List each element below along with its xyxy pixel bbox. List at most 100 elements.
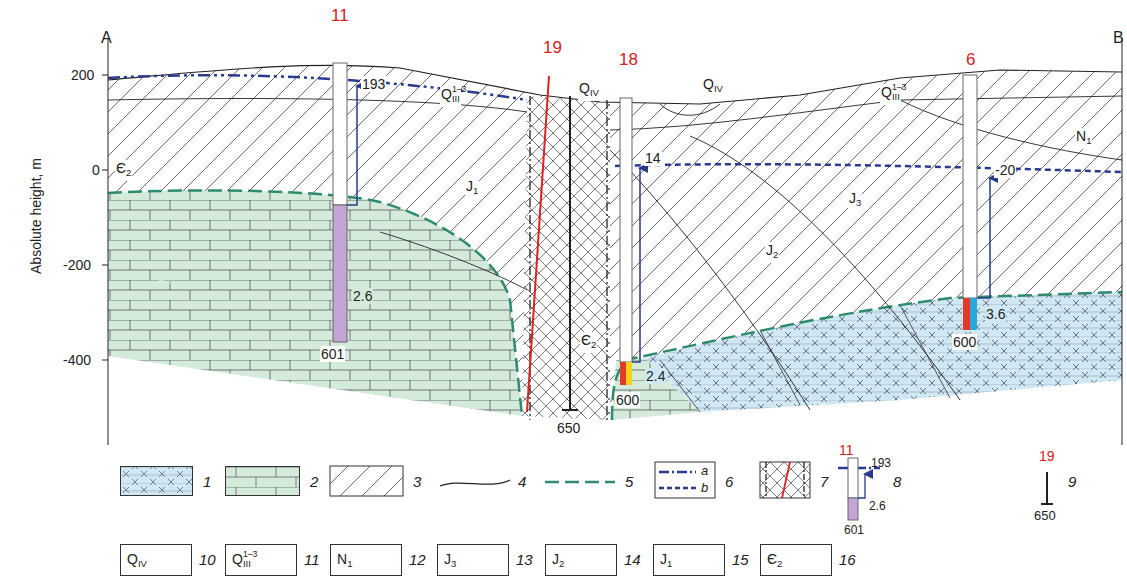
map-label: 14: [644, 150, 662, 166]
map-label: 650: [1033, 508, 1057, 524]
map-label: 193: [361, 76, 386, 92]
legend-number: 14: [624, 552, 641, 568]
map-label: 2.6: [868, 498, 887, 514]
map-label: 6: [965, 52, 976, 68]
legend-box: J313: [437, 544, 509, 576]
map-label: QIII1–3: [880, 84, 901, 105]
map-label: -20: [994, 162, 1016, 178]
index-group: 2: [126, 160, 131, 181]
age-symbol: J1: [660, 551, 672, 572]
subscript: 3: [856, 197, 861, 208]
age-symbol: QIII1–3: [232, 551, 251, 572]
map-label: 600: [952, 334, 977, 350]
subscript: III: [243, 558, 251, 569]
subscript: 2: [559, 558, 564, 569]
age-symbol: QIV: [127, 551, 147, 572]
age-symbol: J2: [552, 551, 564, 572]
index-group: 1: [347, 551, 352, 572]
index-group: IV: [714, 76, 723, 97]
map-label: J2: [765, 242, 779, 263]
legend-number: 12: [409, 552, 426, 568]
subscript: III: [452, 93, 460, 104]
index-group: 2: [166, 268, 171, 289]
map-label: -200: [62, 257, 92, 273]
legend-swatch: [120, 466, 193, 496]
map-label: 2.4: [645, 368, 666, 384]
index-group: 3: [451, 551, 456, 572]
legend-box: N112: [330, 544, 402, 576]
index-group: 2: [777, 551, 782, 572]
index-group: IV: [138, 551, 147, 572]
legend-number: 9: [1068, 474, 1076, 490]
map-label: a: [700, 463, 709, 479]
legend-number: 16: [839, 552, 856, 568]
legend-number: 8: [893, 474, 901, 490]
map-label: 600: [615, 392, 640, 408]
swatch-pattern: [121, 467, 193, 496]
legend-number: 1: [203, 474, 211, 490]
legend-number: 13: [516, 552, 533, 568]
map-label: 18: [618, 52, 639, 68]
subscript: IV: [714, 83, 723, 94]
map-label: QIV: [578, 80, 600, 101]
map-label: 11: [838, 442, 855, 458]
index-group: 2: [773, 242, 778, 263]
index-group: 2: [559, 551, 564, 572]
legend-number: 7: [820, 474, 828, 490]
legend-number: 6: [725, 474, 733, 490]
superscript: 1–3: [892, 79, 906, 95]
subscript: IV: [138, 558, 147, 569]
subscript: III: [892, 91, 900, 102]
subscript: 2: [773, 249, 778, 260]
index-group: III1–3: [892, 84, 900, 105]
legend-number: 10: [199, 552, 216, 568]
map-label: Є2: [155, 268, 172, 289]
map-label: Є2: [115, 160, 132, 181]
index-group: 1: [667, 551, 672, 572]
map-label: J1: [465, 178, 479, 199]
map-label: B: [1112, 30, 1125, 46]
superscript: 1–3: [452, 81, 466, 97]
index-group: III1–3: [452, 86, 460, 107]
superscript: 1–3: [243, 546, 257, 562]
map-label: A: [100, 30, 113, 46]
map-label: -400: [62, 352, 92, 368]
map-label: QIII1–3: [440, 86, 461, 107]
age-symbol: N1: [337, 551, 352, 572]
legend-box: QIV10: [120, 544, 192, 576]
index-group: 1: [1086, 128, 1091, 149]
legend-box: J214: [545, 544, 617, 576]
legend-box: QIII1–311: [225, 544, 297, 576]
age-symbol: J3: [444, 551, 456, 572]
index-group: 2: [591, 332, 596, 353]
map-label: N1: [1075, 128, 1092, 149]
legend-number: 4: [518, 474, 526, 490]
map-label: 19: [1038, 448, 1056, 464]
subscript: 2: [166, 275, 171, 286]
legend-number: 3: [413, 474, 421, 490]
map-label: 3.6: [985, 306, 1006, 322]
legend-box: J115: [653, 544, 725, 576]
map-label: b: [700, 480, 709, 496]
subscript: 2: [777, 558, 782, 569]
legend-swatch: [225, 466, 300, 496]
subscript: 2: [591, 339, 596, 350]
map-label: Є2: [580, 332, 597, 353]
index-group: 3: [856, 190, 861, 211]
map-label: 650: [556, 420, 581, 436]
legend-number: 11: [304, 552, 320, 568]
legend-number: 15: [732, 552, 749, 568]
swatch-pattern: [226, 467, 300, 496]
age-symbol: Є2: [767, 551, 782, 572]
map-label: J3: [848, 190, 862, 211]
subscript: 1: [667, 558, 672, 569]
map-label: 193: [870, 455, 892, 471]
map-label: QIV: [702, 76, 724, 97]
subscript: 3: [451, 558, 456, 569]
map-label: 11: [330, 8, 350, 24]
index-group: III1–3: [243, 551, 251, 572]
subscript: 1: [473, 185, 478, 196]
map-label: 0: [91, 162, 101, 178]
subscript: 1: [1086, 135, 1091, 146]
